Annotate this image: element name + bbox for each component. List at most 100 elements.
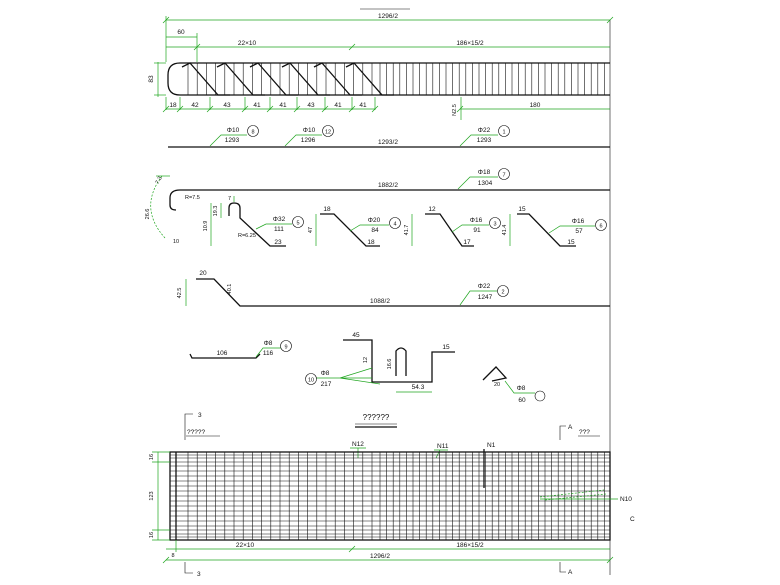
bar-n2-hook: 20	[199, 270, 207, 277]
bar-n12-diameter: Φ10	[303, 127, 316, 134]
bar-n5-tail: 23	[274, 239, 282, 246]
bar-n7: R=7.5 26.6 7.3 10 1882/2 Φ18 1304 7	[145, 168, 610, 245]
bar-n12-mark: 12	[325, 129, 331, 135]
section-right-letter: A	[568, 424, 573, 431]
bar-mark-circle	[389, 217, 401, 229]
hook-arc	[150, 175, 166, 239]
bent-up-bar	[216, 62, 265, 96]
bent-up-bar	[249, 62, 298, 96]
right-spacing-label: 186×15/2	[456, 40, 484, 47]
bent-bar-shape	[517, 213, 576, 247]
plan-label-n10: N10	[620, 496, 632, 503]
bar-n3-mark: 3	[493, 221, 496, 227]
bar-n2-diameter: Φ22	[478, 283, 491, 290]
bar-mark-circle	[498, 168, 510, 180]
bar-mark-circle	[322, 125, 334, 137]
bar-n2-length: 1247	[478, 294, 493, 301]
bar-n8-length: 1293	[225, 137, 240, 144]
bar-n4-tail: 18	[367, 239, 375, 246]
leader-line	[504, 380, 535, 394]
bar-n5-mark: 5	[296, 220, 299, 226]
dimension-tick	[456, 105, 464, 113]
bar-mark-circle	[534, 390, 546, 402]
bar-n5-rise1: 10.9	[203, 221, 209, 232]
edge-dim-top: 16	[149, 454, 155, 460]
bar-n2: 20 42.5 40.1 1088/2 Φ22 1247 2	[177, 270, 610, 307]
plan-rebar-grid	[170, 452, 610, 540]
bar-n11-diameter: Φ8	[517, 385, 526, 392]
leader-line	[349, 224, 389, 232]
dimension-tick	[193, 43, 201, 51]
bar-n10-rise2: 16.6	[387, 359, 393, 370]
bar-n10-bottom: 54.3	[412, 384, 425, 391]
bar-n2-mark: 2	[501, 289, 504, 295]
bar-mark-circle	[489, 217, 501, 229]
leader-line	[457, 176, 498, 190]
bar-n6-mark: 6	[599, 223, 602, 229]
bar-n5-rise2: 19.3	[213, 206, 219, 217]
bar-n4: 47 18 Φ20 84 4 18	[308, 206, 401, 247]
bent-bar-dim: 43	[223, 102, 231, 109]
section-left-bottom: 3	[197, 571, 201, 578]
bar-n9-length: 116	[263, 350, 274, 357]
bar-n11-leg: 20	[494, 382, 500, 388]
bar-n5-length: 111	[274, 226, 284, 233]
bar-n10-top: 45	[352, 332, 360, 339]
leader-line	[350, 447, 366, 458]
bar-n6-diameter: Φ16	[572, 218, 585, 225]
bar-end-hook	[167, 62, 181, 96]
bar-n6-rise: 41.4	[502, 225, 508, 236]
bar-n10-mark: 10	[308, 377, 314, 383]
bent-bar-dim: 42	[191, 102, 199, 109]
bar-mark-circle	[292, 216, 304, 228]
bar-n4-mark: 4	[393, 221, 396, 227]
section-mark	[184, 562, 193, 574]
bent-bar-shape	[320, 213, 380, 247]
section-left-label: ?????	[187, 429, 205, 436]
bent-bar-shape	[196, 278, 610, 307]
leader-line	[459, 134, 498, 147]
bent-bar-dim: 41	[279, 102, 287, 109]
overall-length-label: 1296/2	[378, 13, 398, 20]
bar-n9-span: 106	[217, 350, 228, 357]
bar-mark-circle	[305, 373, 317, 385]
bar-n3-length: 91	[473, 227, 481, 234]
bar-mark-circle	[497, 285, 509, 297]
bar-n8-mark: 8	[251, 129, 254, 135]
bar-n5: 7 10.9 19.3 R=6.25 Φ32 111 5 23	[203, 196, 304, 247]
bar-n12-length: 1296	[301, 137, 316, 144]
bar-n7-length: 1304	[478, 180, 493, 187]
section-right-bottom: A	[568, 569, 573, 576]
dimension-tick	[162, 556, 170, 564]
bar-n4-length: 84	[371, 227, 379, 234]
bar-n9: 106 Φ8 116 9	[189, 340, 292, 359]
section-mark	[184, 413, 193, 440]
bar-mark-circle	[498, 125, 510, 137]
leader-line	[434, 449, 448, 459]
bent-up-bar	[313, 62, 362, 96]
bar-n8-diameter: Φ10	[227, 127, 240, 134]
leader-line	[548, 225, 595, 234]
leader-line	[316, 367, 381, 385]
dimension-tick	[606, 16, 614, 24]
leader-line	[284, 134, 322, 147]
plan-label-n1: N1	[487, 442, 496, 449]
left-spacing-label: 22×10	[238, 40, 257, 47]
bar-n9-mark: 9	[284, 344, 287, 350]
tie-triangle-shape	[482, 366, 508, 382]
bar-n10-rise1: 12	[363, 357, 369, 363]
plan-label-n12: N12	[352, 441, 364, 448]
bar-n1-diameter: Φ22	[478, 127, 491, 134]
section-right-label: ???	[579, 429, 590, 436]
bar-n7-hook-height: 26.6	[145, 209, 151, 220]
start-dim-label: 8	[171, 553, 174, 559]
bent-bar-shape	[228, 202, 286, 247]
leader-line	[459, 290, 497, 306]
bar-n3-rise: 41.7	[404, 225, 410, 236]
dimension-tick	[348, 545, 356, 553]
plan-label-n11: N11	[437, 443, 449, 450]
section-mark	[559, 425, 566, 440]
bent-bar-dim: 43	[307, 102, 315, 109]
bar-n3-diameter: Φ16	[470, 217, 483, 224]
